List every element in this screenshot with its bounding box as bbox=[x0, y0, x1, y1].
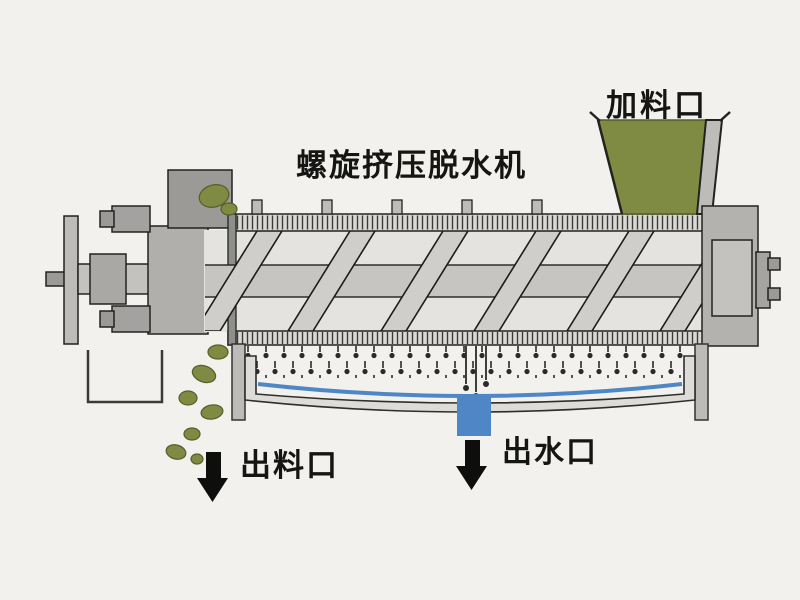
end-plate bbox=[63, 215, 79, 345]
bearing-bolt-top bbox=[767, 257, 781, 271]
tray-pan bbox=[244, 355, 696, 413]
water-outlet-label: 出水口 bbox=[502, 436, 598, 469]
bearing-flange bbox=[755, 251, 771, 309]
material-clumps bbox=[165, 184, 238, 465]
hopper-left-flare bbox=[589, 111, 601, 122]
bolt-upper bbox=[111, 205, 151, 233]
feed-hopper bbox=[589, 111, 731, 215]
barrel-top-screen bbox=[234, 215, 710, 230]
coupling-hub bbox=[89, 253, 127, 305]
diagram-title: 螺旋挤压脱水机 bbox=[296, 148, 527, 183]
bolt-lower bbox=[111, 305, 151, 333]
barrel-bottom-screen bbox=[230, 332, 702, 344]
droplet-field bbox=[238, 346, 696, 378]
support-bracket bbox=[86, 350, 164, 404]
gearbox-body bbox=[147, 225, 209, 335]
discharge-down-arrow-icon bbox=[197, 452, 228, 502]
discharge-outlet-label: 出料口 bbox=[240, 448, 339, 483]
tray-right-leg bbox=[694, 343, 709, 421]
collection-tray bbox=[231, 343, 709, 436]
water-down-arrow-icon bbox=[456, 440, 487, 490]
screw-flights bbox=[205, 231, 702, 331]
hopper-material bbox=[597, 119, 707, 215]
bolt-lower-cap bbox=[99, 310, 115, 328]
tray-left-leg bbox=[231, 343, 246, 421]
screw-auger bbox=[205, 231, 702, 331]
bolt-upper-cap bbox=[99, 210, 115, 228]
drive-assembly bbox=[45, 169, 233, 404]
bearing-inner-step bbox=[711, 239, 753, 317]
feed-inlet-label: 加料口 bbox=[606, 88, 708, 123]
bearing-block bbox=[701, 205, 781, 347]
water-drain bbox=[457, 394, 491, 436]
bearing-bolt-bottom bbox=[767, 287, 781, 301]
water-droplets bbox=[238, 346, 696, 399]
hopper-right-flare bbox=[719, 111, 731, 122]
hopper-left-wall bbox=[596, 119, 624, 215]
barrel-lugs bbox=[251, 199, 543, 215]
center-drips bbox=[463, 346, 489, 399]
